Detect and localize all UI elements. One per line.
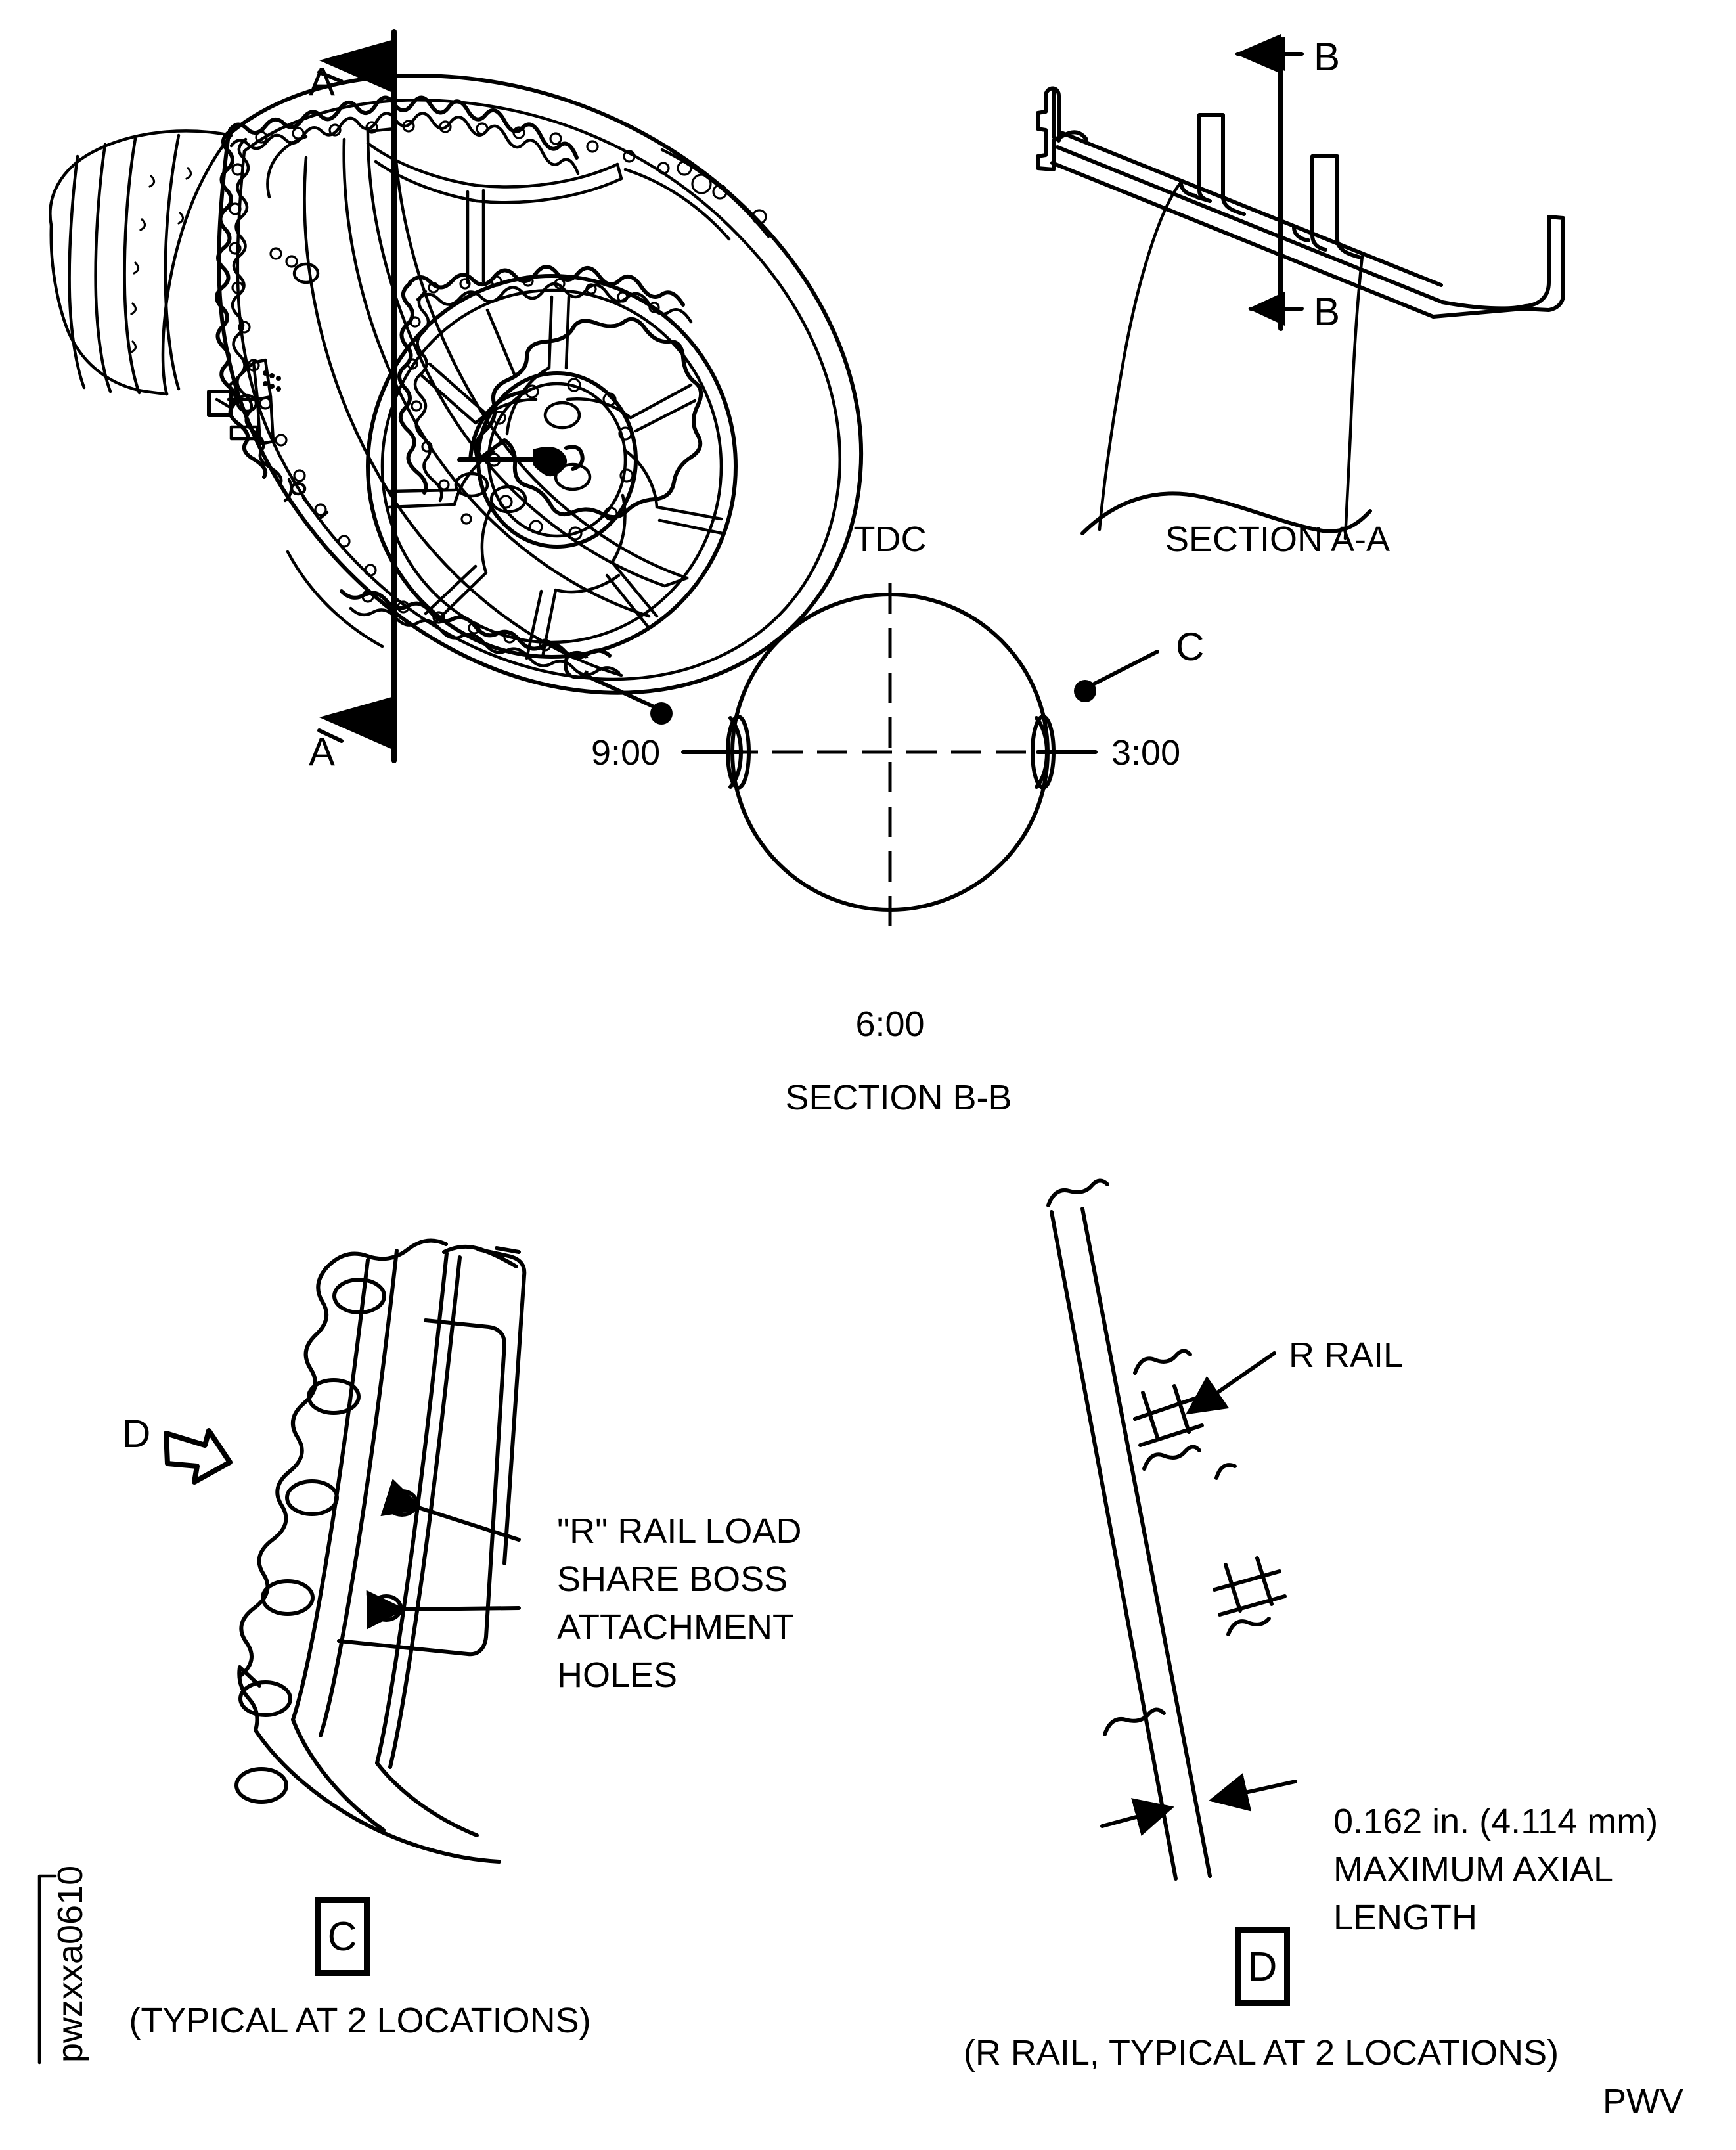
- section-aa-drawing: [1036, 86, 1565, 541]
- section-cut-label-a-bottom: A: [309, 730, 336, 774]
- upper-struts: [269, 141, 770, 284]
- r-rail-label: R RAIL: [1289, 1335, 1404, 1375]
- detail-c-callout-line-2: SHARE BOSS: [557, 1559, 788, 1599]
- view-arrow-label-d: D: [122, 1412, 151, 1456]
- origin-code: PWV: [1603, 2082, 1684, 2121]
- view-direction-arrow-d: [164, 1428, 233, 1485]
- detail-c-callout-line-3: ATTACHMENT: [557, 1607, 794, 1647]
- clock-label-3: 3:00: [1111, 733, 1181, 773]
- detail-d-dimension-line-1: 0.162 in. (4.114 mm): [1333, 1802, 1658, 1841]
- flange-ring-outer: [215, 95, 670, 677]
- detail-d-dimension-line-2: MAXIMUM AXIAL: [1333, 1850, 1614, 1889]
- detail-c-callout-line-1: "R" RAIL LOAD: [557, 1512, 802, 1551]
- detail-c-drawing: [164, 1238, 527, 1864]
- section-line-bb: [1235, 34, 1304, 331]
- detail-d-caption: (R RAIL, TYPICAL AT 2 LOCATIONS): [963, 2033, 1559, 2072]
- engine-nose-cone: [49, 129, 233, 396]
- detail-d-dimension-line-3: LENGTH: [1333, 1898, 1478, 1937]
- flange-ring-mid: [397, 265, 693, 525]
- tdc-label: TDC: [853, 520, 927, 559]
- section-line-aa: [317, 29, 397, 763]
- detail-c-callout-line-4: HOLES: [557, 1655, 678, 1695]
- clock-label-9: 9:00: [591, 733, 661, 773]
- clock-label-6: 6:00: [855, 1004, 925, 1044]
- section-aa-title: SECTION A-A: [1165, 520, 1391, 559]
- detail-ref-c-left: C: [562, 643, 590, 687]
- casing-ribs: [266, 127, 689, 677]
- detail-box-ref-c: C: [315, 1897, 370, 1976]
- detail-c-caption: (TYPICAL AT 2 LOCATIONS): [129, 2001, 591, 2040]
- fan-rotor-blades: [366, 274, 738, 660]
- section-bb-title: SECTION B-B: [785, 1078, 1012, 1117]
- detail-box-ref-d: D: [1235, 1927, 1290, 2006]
- section-cut-label-b-top: B: [1314, 35, 1341, 79]
- fan-case-outer: [217, 74, 864, 695]
- section-bb-drawing: [583, 583, 1159, 933]
- detail-ref-c-right: C: [1176, 625, 1205, 669]
- detail-d-drawing: [1046, 1178, 1297, 1881]
- engine-assembly-drawing: [49, 29, 864, 763]
- figure-id-bracket: [37, 1874, 57, 2065]
- section-cut-label-b-bottom: B: [1314, 290, 1341, 334]
- accessory-bracket: [207, 358, 329, 521]
- section-cut-label-a-top: A: [309, 60, 336, 104]
- figure-id: pwzxxa0610: [51, 1865, 90, 2063]
